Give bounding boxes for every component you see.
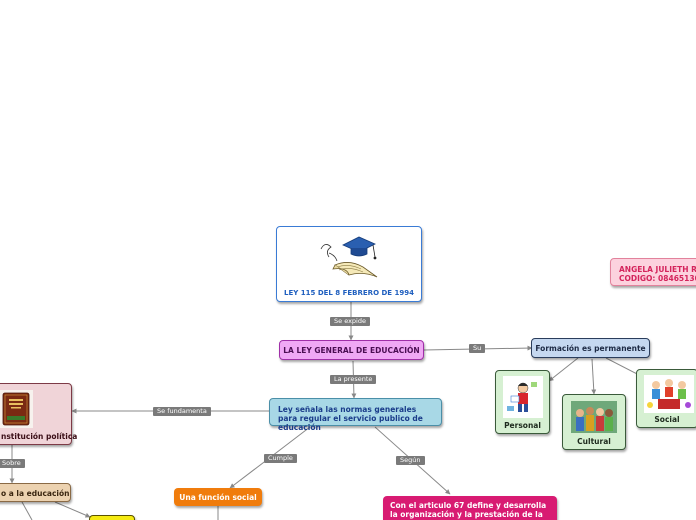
node-ley-general-label: LA LEY GENERAL DE EDUCACIÓN [283,346,420,355]
group-of-people-icon [571,401,617,433]
link-label-se-fundamenta: Se fundamenta [153,407,211,416]
node-articulo[interactable]: Con el articulo 67 define y desarrolla l… [383,496,557,520]
node-ley-general[interactable]: LA LEY GENERAL DE EDUCACIÓN [279,340,424,360]
node-derecho-label: o a la educación [1,489,70,498]
link-formacion-to-cultural [591,358,597,395]
node-ley-senala[interactable]: Ley señala las normas generales para reg… [269,398,442,432]
link-label-sobre: Sobre [0,459,25,468]
author-code: CODIGO: 08465130 [619,274,696,283]
link-label-su: Su [469,344,486,353]
child-reading-icon [503,376,543,418]
node-constitucion[interactable]: nstitución política [0,383,77,445]
node-funcion-social[interactable]: Una función social [174,488,262,506]
link-label-se-expide: Se expide [330,317,370,326]
node-formacion-label: Formación es permanente [535,344,646,353]
node-cultural[interactable]: Cultural [562,394,626,450]
node-constitucion-label: nstitución política [1,432,78,441]
node-derecho[interactable]: o a la educación [0,483,71,502]
node-cultural-label: Cultural [577,437,611,446]
link-derecho-to-yellow [54,501,91,518]
link-formacion-to-personal [548,357,579,382]
node-ley-senala-label: Ley señala las normas generales para reg… [278,405,423,432]
link-label-segun: Según [396,456,425,465]
root-title: LEY 115 DEL 8 FEBRERO DE 1994 [284,289,414,297]
constitution-book-icon [0,390,33,428]
node-funcion-social-label: Una función social [179,493,257,502]
root-node[interactable]: LEY 115 DEL 8 FEBRERO DE 1994 [276,226,422,302]
node-social-label: Social [654,415,680,424]
node-social[interactable]: Social [636,369,696,428]
node-personal-label: Personal [504,421,541,430]
author-name: ANGELA JULIETH RI [619,265,696,274]
node-formacion[interactable]: Formación es permanente [531,338,650,358]
link-label-la-presente: La presente [330,375,377,384]
link-label-cumple: Cumple [264,454,297,463]
node-personal[interactable]: Personal [495,370,550,434]
node-author[interactable]: ANGELA JULIETH RI CODIGO: 08465130 [610,258,696,286]
children-playing-icon [644,375,694,413]
link-derecho-to-child [21,501,33,520]
graduation-cap-book-icon [320,236,378,278]
node-articulo-label: Con el articulo 67 define y desarrolla l… [390,501,547,519]
node-yellow[interactable] [89,515,135,520]
